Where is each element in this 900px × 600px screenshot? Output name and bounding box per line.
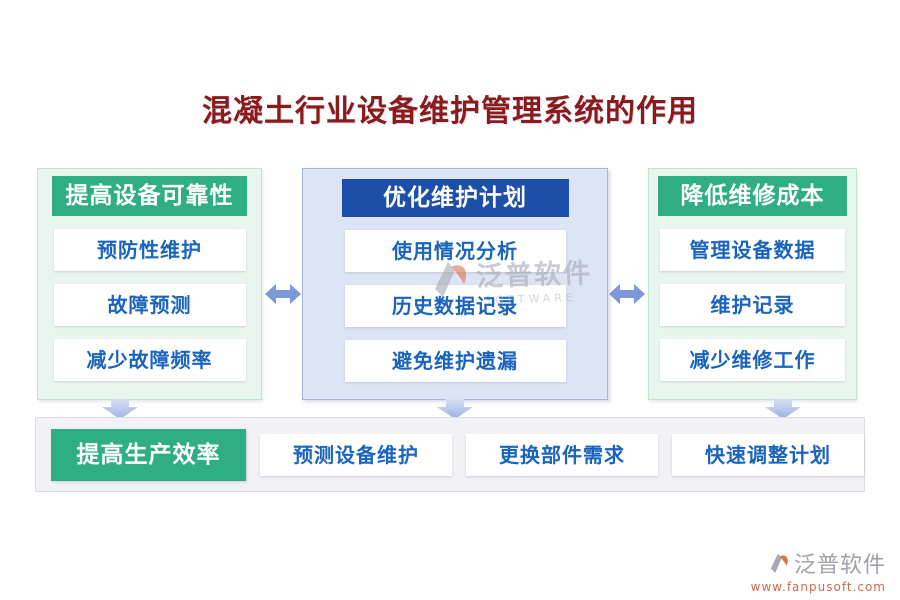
fanpu-logo-icon <box>770 553 788 573</box>
bottom-row-productivity: 提高生产效率 预测设备维护 更换部件需求 快速调整计划 <box>35 417 865 492</box>
watermark-url-text: www.fanpusoft.com <box>750 580 886 594</box>
item-card: 预测设备维护 <box>260 433 452 476</box>
column-header: 提高设备可靠性 <box>52 176 247 216</box>
column-repair-cost: 降低维修成本 管理设备数据 维护记录 减少维修工作 <box>648 168 857 400</box>
page-title: 混凝土行业设备维护管理系统的作用 <box>202 94 698 129</box>
item-card: 维护记录 <box>660 284 845 326</box>
column-equipment-reliability: 提高设备可靠性 预防性维护 故障预测 减少故障频率 <box>37 168 262 400</box>
item-card: 更换部件需求 <box>466 433 658 476</box>
item-card: 避免维护遗漏 <box>344 340 566 382</box>
down-arrow-icon <box>102 399 138 419</box>
double-arrow-icon <box>609 284 645 304</box>
item-card: 减少维修工作 <box>660 339 845 381</box>
item-card: 预防性维护 <box>53 229 246 271</box>
item-card: 故障预测 <box>53 284 246 326</box>
item-card: 管理设备数据 <box>660 229 845 271</box>
item-card: 减少故障频率 <box>53 339 246 381</box>
item-card: 使用情况分析 <box>344 230 566 272</box>
down-arrow-icon <box>437 399 473 419</box>
bottom-row-header: 提高生产效率 <box>51 428 246 481</box>
watermark-corner: 泛普软件 www.fanpusoft.com <box>751 547 886 594</box>
double-arrow-icon <box>265 284 301 304</box>
down-arrow-icon <box>765 399 801 419</box>
watermark-brand-text: 泛普软件 <box>793 553 886 578</box>
column-maintenance-plan: 优化维护计划 使用情况分析 历史数据记录 避免维护遗漏 <box>302 168 608 400</box>
column-header: 优化维护计划 <box>341 179 569 217</box>
item-card: 快速调整计划 <box>672 433 864 476</box>
item-card: 历史数据记录 <box>344 285 566 327</box>
column-header: 降低维修成本 <box>658 176 847 216</box>
